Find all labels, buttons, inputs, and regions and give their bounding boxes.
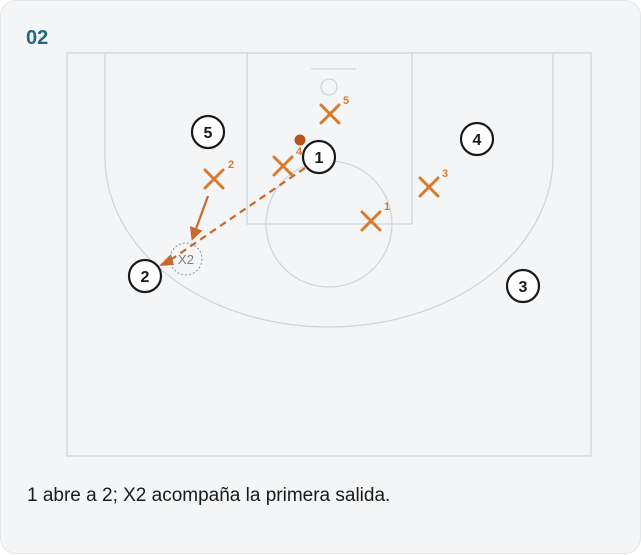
defender-x3: 3 xyxy=(418,168,448,198)
player-circle xyxy=(459,121,495,157)
defender-x-mark xyxy=(203,168,225,190)
defender-x-mark xyxy=(319,103,341,125)
ghost-defender-x2: X2 xyxy=(169,242,203,276)
play-number: 02 xyxy=(26,27,49,49)
play-caption: 1 abre a 2; X2 acompaña la primera salid… xyxy=(27,485,391,506)
offense-player-3: 3 xyxy=(505,268,541,304)
offense-player-2: 2 xyxy=(127,258,163,294)
ghost-defender-label: X2 xyxy=(178,252,194,267)
court-lines xyxy=(66,52,592,457)
x2-movement-arrow xyxy=(189,195,210,241)
player-circle xyxy=(190,114,226,150)
defender-x1: 1 xyxy=(360,201,390,232)
defender-x5: 5 xyxy=(319,95,349,125)
player-circle xyxy=(127,258,163,294)
ghost-defender-circle xyxy=(169,242,203,276)
pass-dashed-line xyxy=(168,167,306,262)
player-number: 5 xyxy=(204,125,213,142)
defender-number: 1 xyxy=(384,201,390,213)
pass-arrow-head xyxy=(159,254,174,266)
player-number: 3 xyxy=(519,279,528,296)
basket-hoop xyxy=(320,78,338,96)
offense-player-1: 1 xyxy=(301,139,337,175)
defender-x-mark xyxy=(272,155,294,177)
defender-x2: 2 xyxy=(203,159,234,190)
defender-x-mark xyxy=(360,210,382,232)
defender-number: 5 xyxy=(343,95,349,107)
defender-number: 3 xyxy=(442,168,448,180)
three-point-line xyxy=(104,53,554,328)
defender-number: 4 xyxy=(296,146,303,158)
ball xyxy=(294,134,306,146)
player-circle xyxy=(505,268,541,304)
defender-x4: 4 xyxy=(272,146,303,177)
defender-number: 2 xyxy=(228,159,234,171)
defender-x-mark xyxy=(418,176,440,198)
offense-player-4: 4 xyxy=(459,121,495,157)
offense-player-5: 5 xyxy=(190,114,226,150)
paint-lane xyxy=(246,52,413,225)
player-number: 2 xyxy=(141,269,150,286)
player-number: 4 xyxy=(473,132,482,149)
player-number: 1 xyxy=(315,150,324,167)
player-circle xyxy=(301,139,337,175)
